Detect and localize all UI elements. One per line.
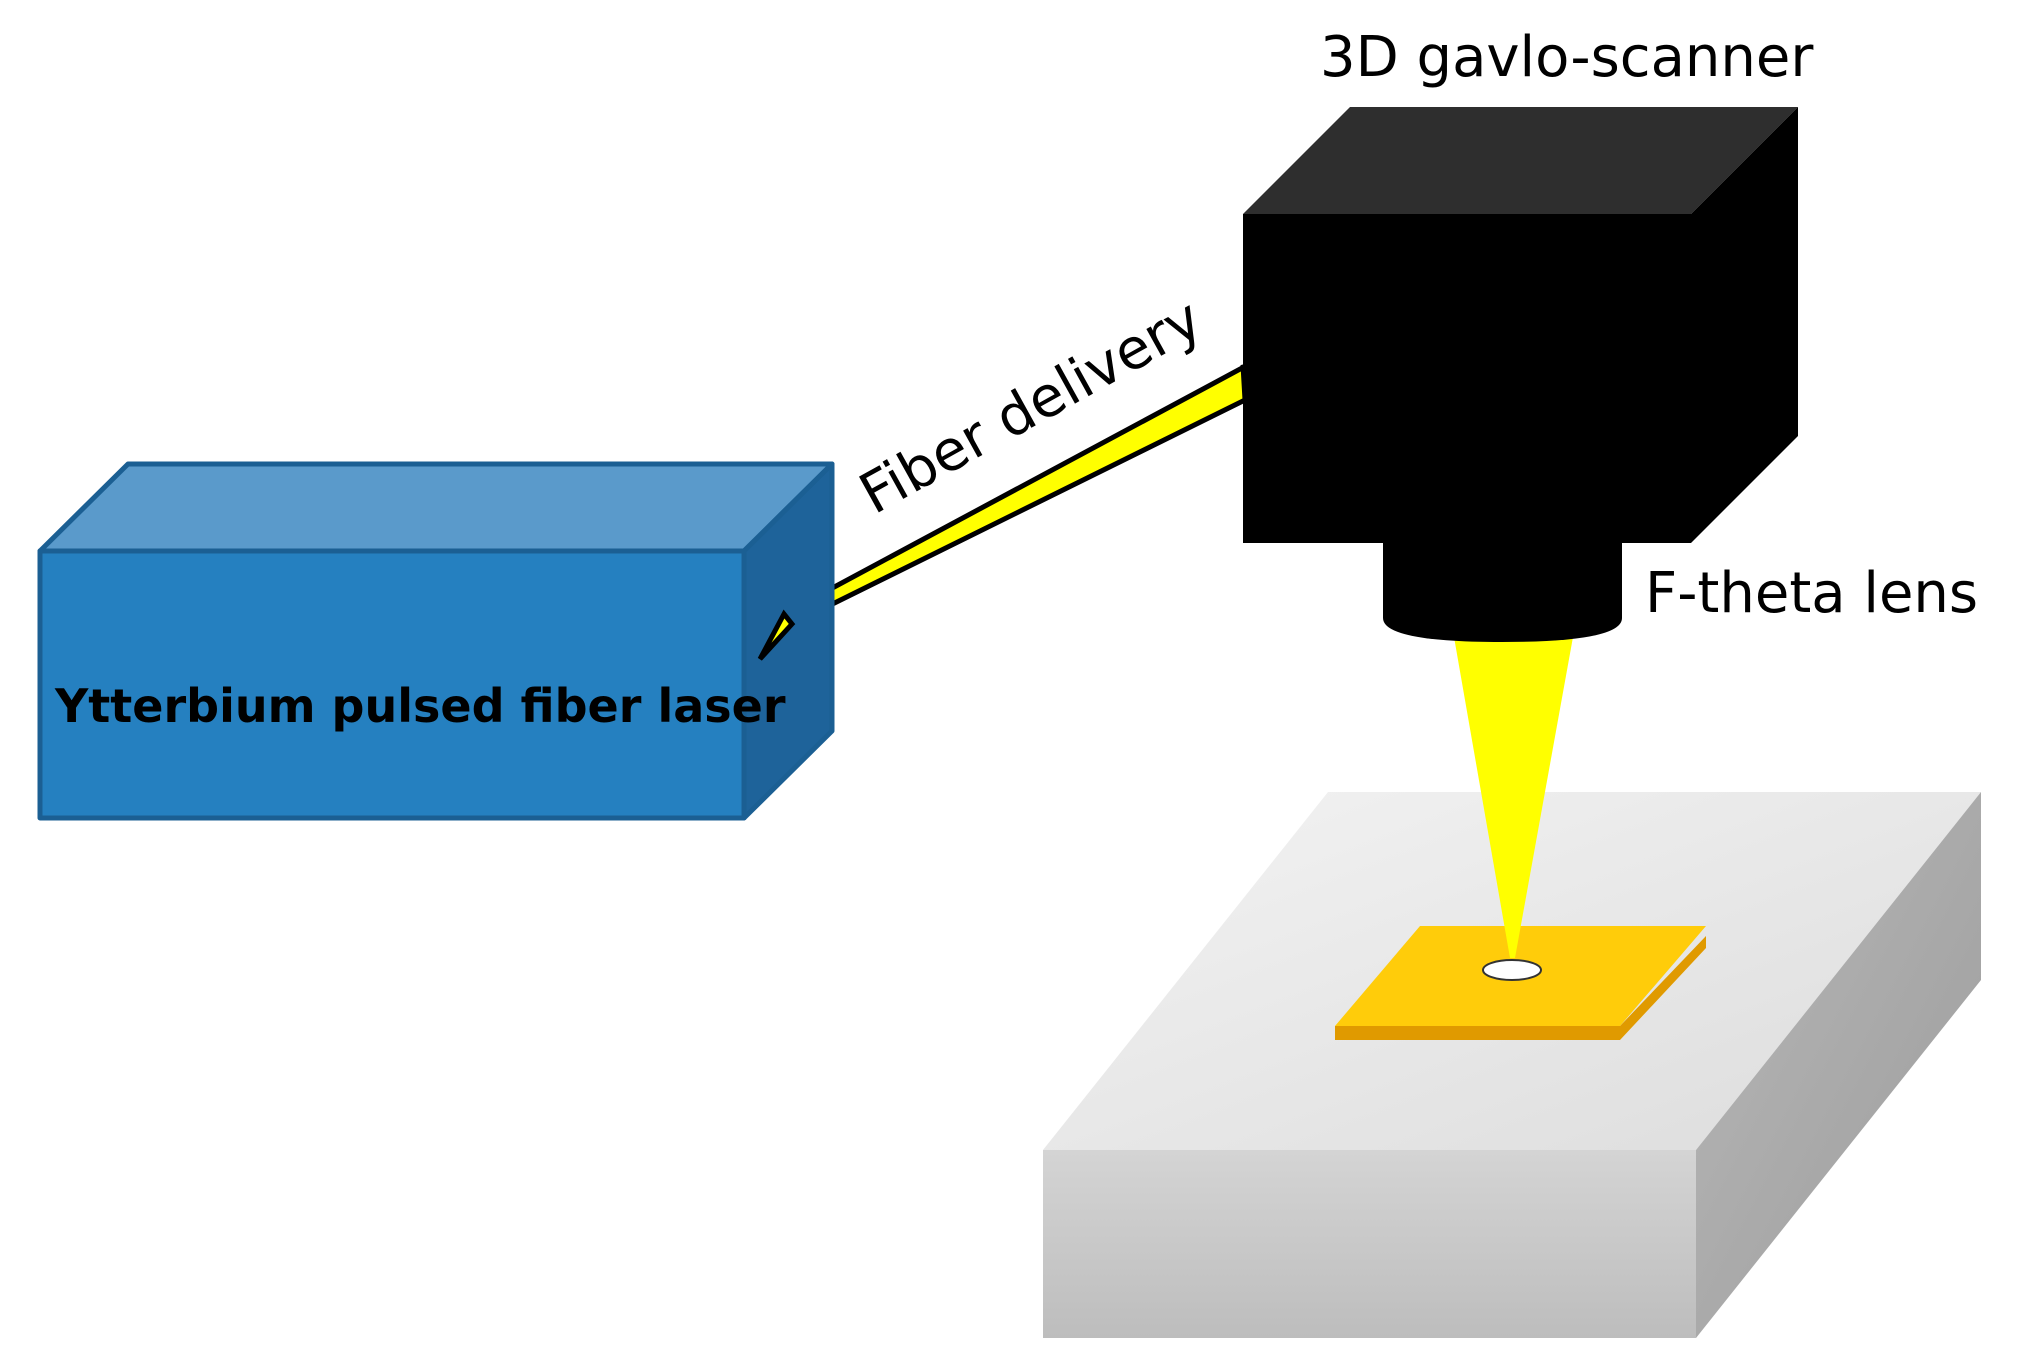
scanner-side-face — [1691, 107, 1798, 543]
f-theta-lens-label: F-theta lens — [1645, 561, 1978, 626]
galvo-scanner — [1243, 107, 1798, 543]
laser-box-top — [37, 461, 835, 554]
scanner-front-face — [1243, 214, 1691, 543]
laser-box-front — [37, 548, 747, 821]
stage-front — [1043, 1150, 1696, 1338]
stage-side — [1696, 792, 1981, 1338]
fiber-laser-box — [37, 461, 835, 821]
fiber-cable-tip — [757, 609, 796, 661]
scanner-top-face — [1243, 107, 1798, 214]
laser-beam-cone — [1454, 637, 1573, 958]
sample-plate-edge — [1335, 936, 1706, 1040]
f-theta-lens — [1383, 540, 1622, 642]
laser-spot — [1482, 959, 1542, 981]
fiber-laser-label: Ytterbium pulsed fiber laser — [54, 679, 786, 733]
scanner-label: 3D gavlo-scanner — [1320, 25, 1814, 90]
